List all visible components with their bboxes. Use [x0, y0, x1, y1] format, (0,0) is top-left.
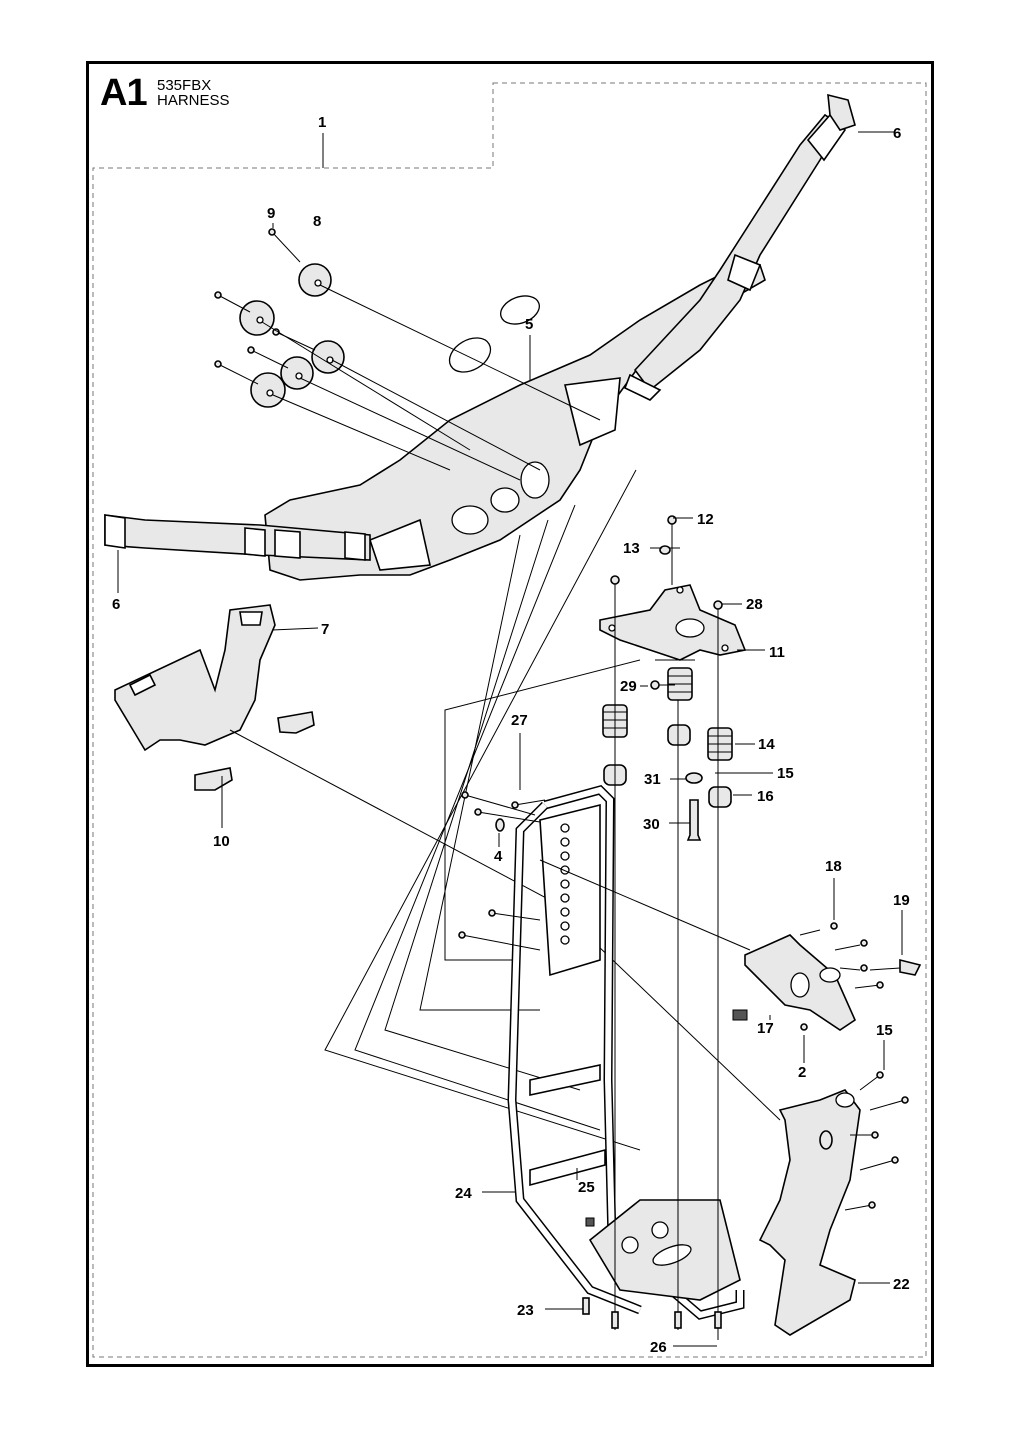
callout-5: 5 [525, 316, 533, 333]
callout-11: 11 [769, 644, 785, 661]
bolts-4-27 [458, 791, 546, 951]
callout-15: 15 [777, 765, 794, 782]
springs-14 [602, 667, 733, 761]
callout-25: 25 [578, 1179, 595, 1196]
callout-22: 22 [893, 1276, 910, 1293]
harness-back-plate [264, 264, 766, 581]
screw-9 [214, 228, 316, 385]
callout-13: 13 [623, 540, 640, 557]
hip-bracket [539, 859, 922, 1031]
callout-8: 8 [313, 213, 321, 230]
callout-29: 29 [620, 678, 637, 695]
side-bracket [758, 1071, 909, 1336]
callout-4: 4 [494, 848, 503, 865]
callout-26: 26 [650, 1339, 667, 1356]
carrier-frame [507, 784, 745, 1320]
clip-10 [194, 711, 315, 791]
callout-27: 27 [511, 712, 528, 729]
callout-1: 1 [318, 114, 326, 131]
callout-10: 10 [213, 833, 230, 850]
assembly-name: HARNESS [157, 92, 230, 109]
callout-12: 12 [697, 511, 714, 528]
callout-14: 14 [758, 736, 775, 753]
bolt-30-washer-31 [685, 772, 703, 841]
section-code: A1 [100, 72, 148, 114]
callout-24: 24 [455, 1185, 472, 1202]
callout-labels: 1 6 9 8 5 12 13 6 28 7 11 29 27 14 15 31… [112, 114, 910, 1356]
callout-7: 7 [321, 621, 329, 638]
model-name: 535FBX [157, 77, 212, 94]
callout-6: 6 [112, 596, 120, 613]
adjustment-holes [560, 823, 570, 945]
callout-18: 18 [825, 858, 842, 875]
drawing-frame [86, 61, 934, 1367]
shoulder-strap-lower [104, 514, 371, 561]
callout-9: 9 [267, 205, 275, 222]
callout-16: 16 [757, 788, 774, 805]
suspension-plate [599, 584, 747, 661]
callout-31: 31 [644, 771, 661, 788]
callout-17: 17 [757, 1020, 774, 1037]
dampers-16 [603, 724, 732, 808]
hip-pad [114, 604, 276, 752]
callout-23: 23 [517, 1302, 534, 1319]
assembly-boundary [92, 82, 927, 1358]
callout-6: 6 [893, 125, 901, 142]
callout-15: 15 [876, 1022, 893, 1039]
washer-8 [239, 263, 345, 408]
callout-2: 2 [798, 1064, 806, 1081]
callout-28: 28 [746, 596, 763, 613]
shoulder-strap-upper [623, 93, 856, 401]
callout-leaders [117, 131, 903, 1347]
small-hardware [582, 515, 723, 1340]
callout-30: 30 [643, 816, 660, 833]
callout-19: 19 [893, 892, 910, 909]
